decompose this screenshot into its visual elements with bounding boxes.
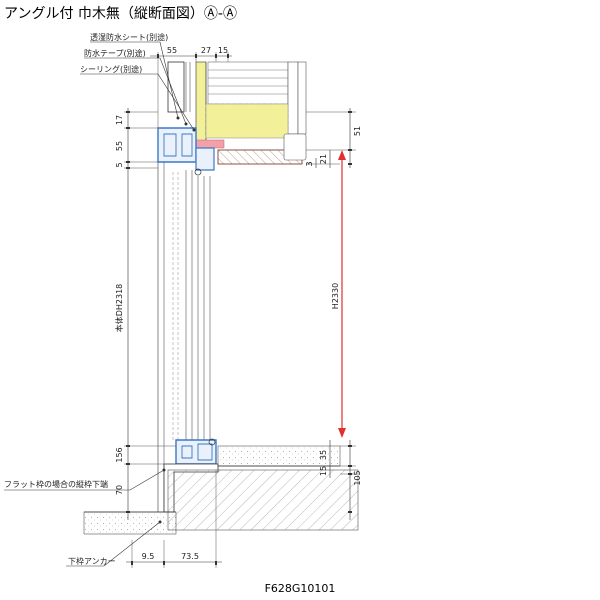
dim-right-3: 3	[305, 161, 314, 166]
yellow-frame-strip	[195, 61, 207, 151]
dim-right-35: 35	[319, 450, 328, 460]
dim-left-17: 17	[115, 115, 124, 125]
insulation	[205, 103, 289, 139]
height-dimension	[338, 150, 346, 438]
dim-top-55: 55	[167, 46, 177, 55]
leader-dots	[158, 116, 196, 524]
sealant-bead	[194, 168, 202, 176]
dim-right-21: 21	[319, 154, 328, 164]
dim-top-27: 27	[201, 46, 211, 55]
header-structure	[167, 61, 307, 165]
dim-bottom-73-5: 73.5	[181, 552, 199, 561]
dim-left-55: 55	[115, 141, 124, 151]
arrow-up-icon	[338, 150, 346, 160]
gasket	[195, 139, 225, 149]
callout-anchor: 下枠アンカー	[68, 556, 116, 566]
arrow-down-icon	[338, 428, 346, 438]
stud-left	[167, 61, 185, 113]
outside-slab	[83, 511, 177, 535]
callout-flat-sill: フラット枠の場合の縦枠下端	[4, 479, 108, 489]
dim-right-105: 105	[353, 470, 362, 485]
dimension-lines	[126, 55, 351, 563]
callout-sheet: 透湿防水シート(別途)	[90, 32, 168, 42]
cladding-layers	[207, 61, 307, 135]
drawing-title: アングル付 巾木無（縦断面図）Ⓐ-Ⓐ	[4, 6, 237, 22]
dim-left-70: 70	[115, 485, 124, 495]
dimension-ticks	[126, 54, 352, 565]
floor-slab	[167, 469, 359, 531]
window-frame	[157, 127, 219, 513]
dim-body-height: 本体DH2318	[114, 284, 124, 333]
dim-right-15: 15	[319, 466, 328, 476]
dim-height-h: H2330	[331, 283, 340, 309]
dim-top-15: 15	[218, 46, 228, 55]
dim-bottom-9-5: 9.5	[142, 552, 155, 561]
callout-tape: 防水テープ(別途)	[84, 48, 146, 58]
callout-sealing: シーリング(別途)	[80, 64, 142, 74]
floor-structure	[83, 445, 359, 535]
leader-lines	[4, 41, 195, 567]
dim-left-5: 5	[115, 162, 124, 167]
drawing-code: F628G10101	[264, 582, 336, 595]
dim-right-51: 51	[353, 126, 362, 136]
dim-left-156: 156	[115, 447, 124, 462]
